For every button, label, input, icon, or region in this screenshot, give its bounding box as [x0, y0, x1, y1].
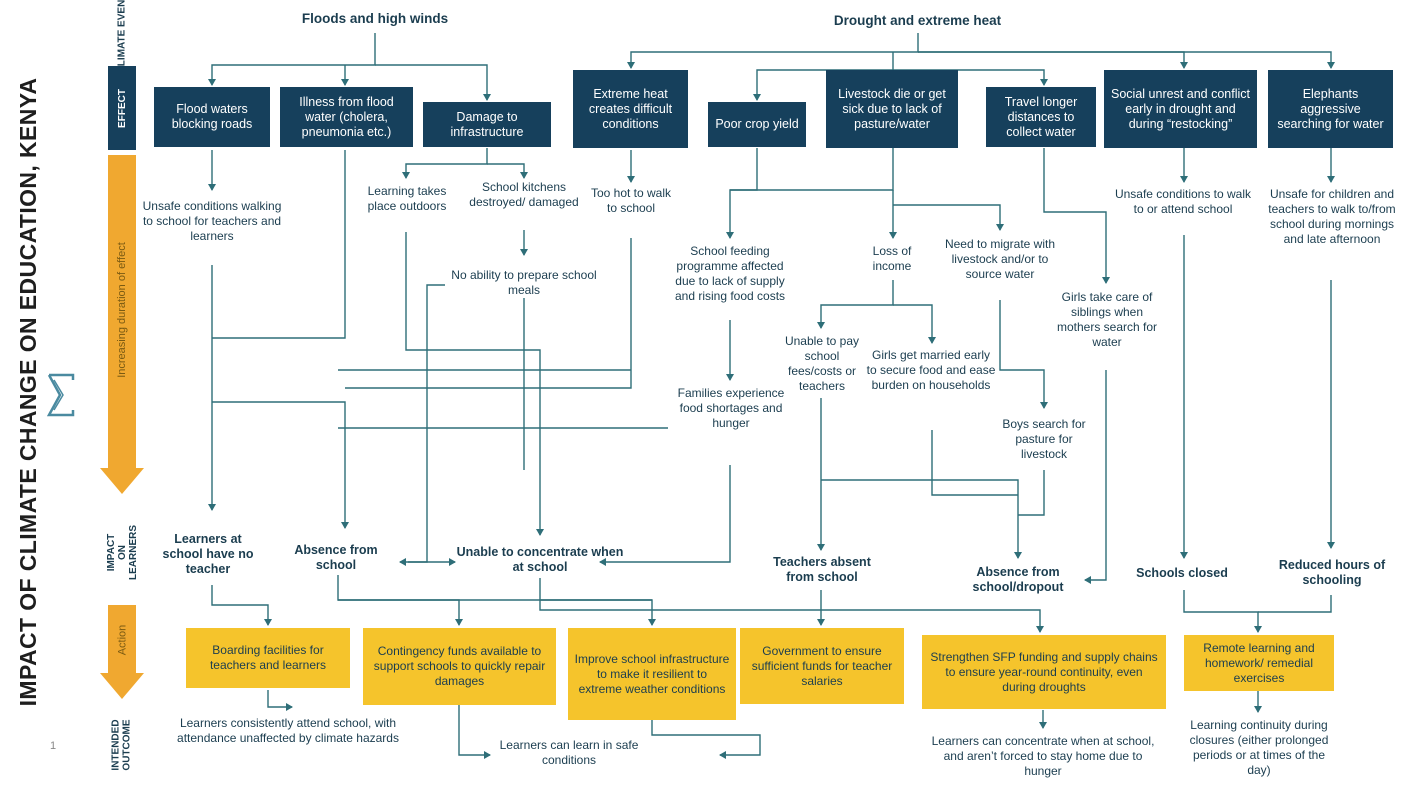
text-boys-pasture: Boys search for pasture for livestock [1002, 417, 1086, 461]
text-food-short: Families experience food shortages and h… [677, 386, 785, 430]
outcome-hunger: Learners can concentrate when at school,… [931, 734, 1155, 778]
page-number: 1 [50, 740, 57, 752]
effect-livestock: Livestock die or get sick due to lack of… [826, 70, 958, 148]
effect-illness: Illness from flood water (cholera, pneum… [280, 87, 413, 147]
text-outdoors: Learning takes place outdoors [367, 184, 447, 213]
effect-infrastructure: Damage to infrastructure [423, 102, 551, 147]
impact-concentrate: Unable to concentrate when at school [456, 545, 624, 574]
impact-teachers-absent: Teachers absent from school [773, 555, 871, 584]
text-loss-income: Loss of income [872, 244, 912, 273]
effect-flood-waters: Flood waters blocking roads [154, 87, 270, 147]
action-boarding: Boarding facilities for teachers and lea… [186, 628, 350, 688]
band-effect-bg [108, 66, 136, 150]
effect-social-unrest: Social unrest and conflict early in drou… [1104, 70, 1257, 148]
outcome-continuity: Learning continuity during closures (eit… [1189, 718, 1329, 777]
action-sfp: Strengthen SFP funding and supply chains… [922, 635, 1166, 709]
action-government: Government to ensure sufficient funds fo… [740, 628, 904, 704]
text-kitchens: School kitchens destroyed/ damaged [469, 180, 579, 209]
event-floods: Floods and high winds [301, 11, 449, 26]
action-remote: Remote learning and homework/ remedial e… [1184, 635, 1334, 691]
text-unsafe-walk: Unsafe conditions walking to school for … [142, 199, 282, 243]
impact-dropout: Absence from school/dropout [972, 565, 1064, 594]
text-migrate: Need to migrate with livestock and/or to… [944, 237, 1056, 281]
event-drought: Drought and extreme heat [833, 13, 1002, 28]
action-contingency: Contingency funds available to support s… [363, 628, 556, 705]
impact-no-teacher: Learners at school have no teacher [162, 532, 254, 576]
action-infrastructure: Improve school infrastructure to make it… [568, 628, 736, 720]
impact-schools-closed: Schools closed [1136, 566, 1228, 580]
text-married: Girls get married early to secure food a… [866, 348, 996, 392]
effect-poor-crop: Poor crop yield [708, 102, 806, 147]
text-unsafe-attend: Unsafe conditions to walk to or attend s… [1114, 187, 1252, 216]
duration-arrow-head [100, 468, 144, 494]
text-feeding: School feeding programme affected due to… [674, 244, 786, 303]
impact-reduced-hours: Reduced hours of schooling [1278, 558, 1386, 587]
duration-arrow-bar [108, 155, 136, 470]
sigma-logo-icon [46, 373, 75, 417]
text-girls-siblings: Girls take care of siblings when mothers… [1056, 290, 1158, 349]
text-unsafe-children: Unsafe for children and teachers to walk… [1268, 187, 1396, 246]
action-arrow-head [100, 673, 144, 699]
action-arrow-bar [108, 605, 136, 675]
text-fees: Unable to pay school fees/costs or teach… [784, 334, 860, 393]
outcome-safe: Learners can learn in safe conditions [499, 738, 639, 767]
effect-travel-water: Travel longer distances to collect water [986, 87, 1096, 147]
text-no-meals: No ability to prepare school meals [451, 268, 597, 297]
effect-elephants: Elephants aggressive searching for water [1268, 70, 1393, 148]
outcome-attend: Learners consistently attend school, wit… [177, 716, 399, 745]
impact-absence: Absence from school [294, 543, 378, 572]
effect-extreme-heat: Extreme heat creates difficult condition… [573, 70, 688, 148]
text-too-hot: Too hot to walk to school [590, 186, 672, 215]
